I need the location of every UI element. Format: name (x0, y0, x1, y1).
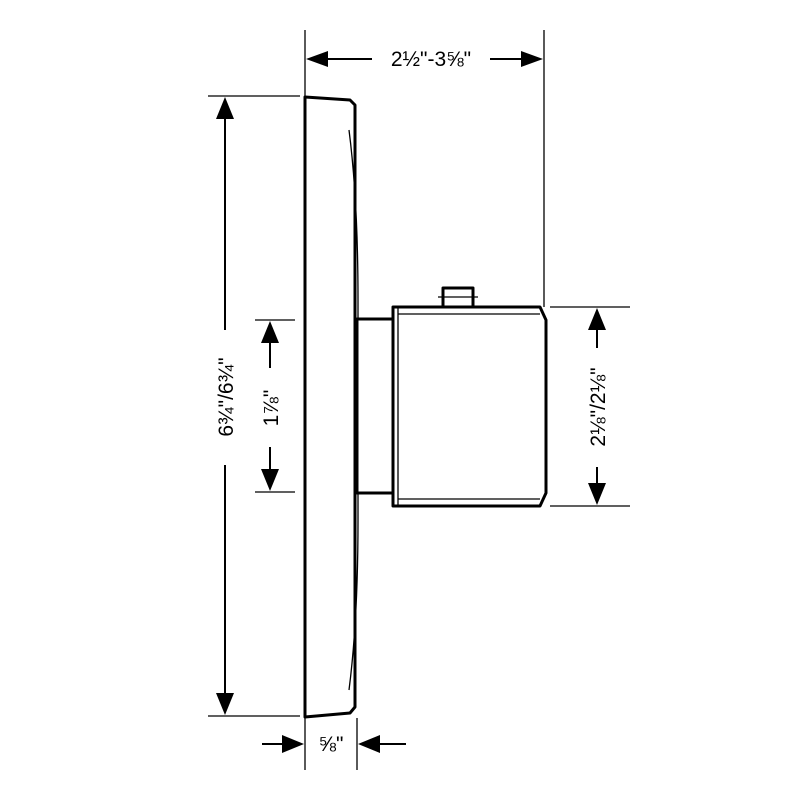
arrow-down-icon (588, 483, 606, 505)
extension-lines (208, 30, 630, 770)
wall-plate (303, 95, 359, 719)
handle-height-label: 2⅛"/2⅛" (587, 367, 610, 446)
handle-block (391, 305, 548, 508)
dimension-depth: 2½"-3⅝" (306, 48, 543, 71)
arrow-down-icon (261, 469, 279, 491)
arrow-right-icon (282, 735, 304, 753)
set-screw (438, 286, 478, 309)
dimension-stem-height: 1⅞" (260, 321, 283, 491)
plate-height-label: 6¾"/6¾" (215, 357, 238, 436)
arrow-left-icon (358, 735, 380, 753)
dimension-handle-height: 2⅛"/2⅛" (587, 308, 610, 505)
arrow-left-icon (306, 51, 328, 67)
arrow-down-icon (216, 693, 234, 715)
dimension-plate-height: 6¾"/6¾" (215, 97, 238, 715)
plate-thickness-label: ⅝" (319, 733, 344, 756)
arrow-right-icon (521, 51, 543, 67)
stem-height-label: 1⅞" (260, 390, 283, 427)
arrow-up-icon (261, 321, 279, 343)
arrow-up-icon (588, 308, 606, 330)
arrow-up-icon (216, 97, 234, 119)
stem-sleeve (355, 317, 395, 495)
dimension-plate-thickness: ⅝" (262, 733, 406, 756)
depth-label: 2½"-3⅝" (391, 48, 471, 71)
